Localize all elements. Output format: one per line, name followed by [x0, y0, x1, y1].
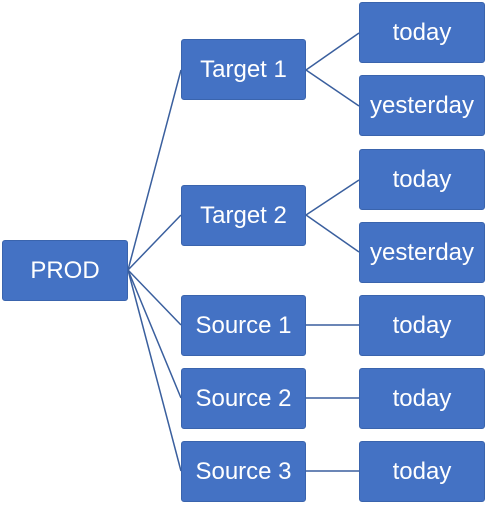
connector-target2-today — [305, 179, 360, 216]
root-node-prod: PROD — [2, 240, 128, 301]
leaf-node-target-2-today: today — [359, 149, 485, 210]
leaf-node-target-1-today: today — [359, 2, 485, 63]
connector-root-target2 — [127, 214, 182, 271]
branch-node-target-1: Target 1 — [181, 39, 306, 100]
connector-root-source1 — [127, 269, 182, 326]
branch-node-target-2: Target 2 — [181, 185, 306, 246]
connector-target1-yesterday — [305, 69, 360, 107]
connector-root-source3 — [127, 269, 182, 472]
connector-target1-today — [305, 32, 360, 71]
leaf-node-source-2-today: today — [359, 368, 485, 429]
branch-node-source-2: Source 2 — [181, 368, 306, 429]
leaf-node-target-2-yesterday: yesterday — [359, 222, 485, 283]
branch-node-source-3: Source 3 — [181, 441, 306, 502]
connector-target2-yesterday — [305, 214, 360, 253]
connector-root-target1 — [127, 69, 182, 271]
connector-root-source2 — [127, 269, 182, 399]
leaf-node-source-3-today: today — [359, 441, 485, 502]
leaf-node-target-1-yesterday: yesterday — [359, 75, 485, 136]
branch-node-source-1: Source 1 — [181, 295, 306, 356]
leaf-node-source-1-today: today — [359, 295, 485, 356]
